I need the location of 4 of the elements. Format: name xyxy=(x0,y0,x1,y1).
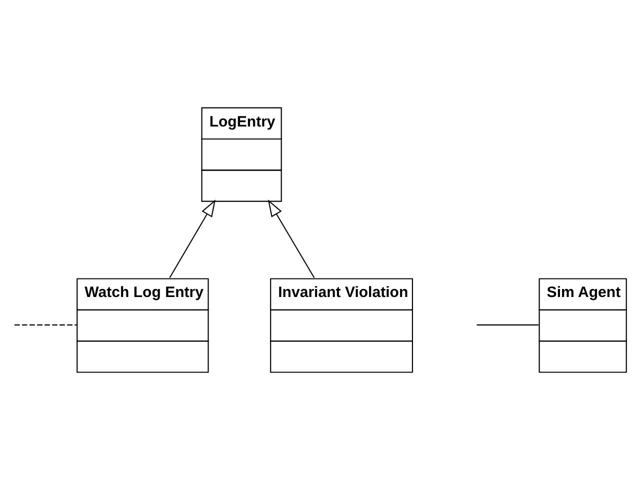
arrow xyxy=(268,199,315,278)
connector xyxy=(476,324,539,325)
connector xyxy=(14,324,77,325)
arrow xyxy=(169,199,216,278)
